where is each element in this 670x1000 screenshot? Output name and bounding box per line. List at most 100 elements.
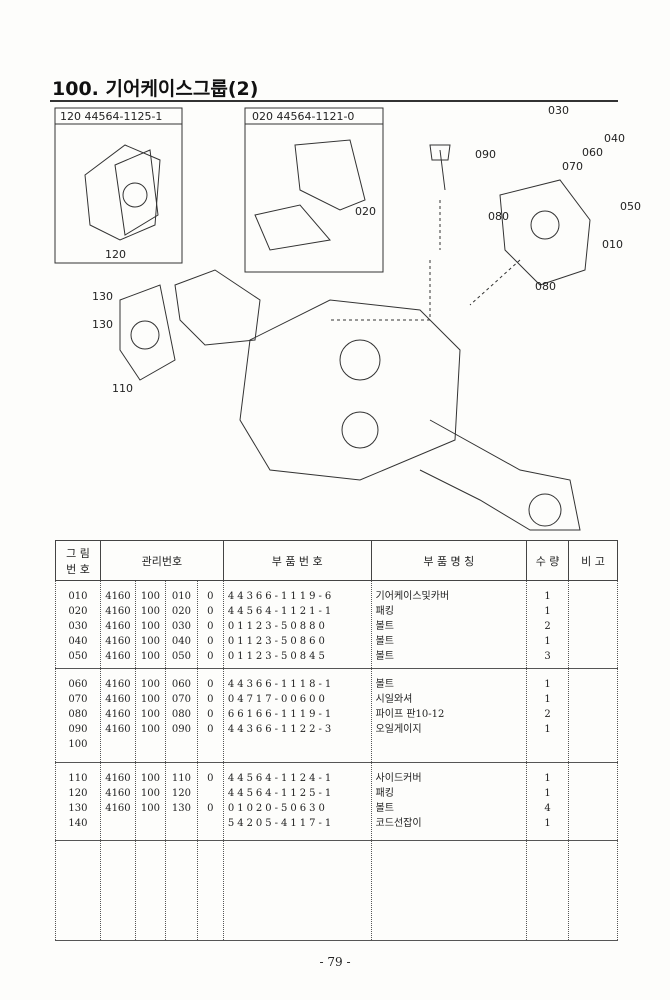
cell-name: 볼트 [375, 636, 394, 647]
cell-m4: 0 [207, 621, 214, 632]
cell-m1: 4160 [105, 606, 131, 617]
cell-m3: 060 [171, 679, 191, 690]
empty-cell [134, 840, 166, 941]
cell-qty: 1 [544, 591, 551, 602]
cell-m1: 4160 [105, 788, 131, 799]
header-qty: 수 량 [526, 540, 570, 581]
cell-fig: 010 [68, 591, 88, 602]
header-fig-no: 그 림 번 호 [55, 540, 101, 581]
cell-m4: 0 [207, 636, 214, 647]
cell-m3 [170, 816, 193, 831]
cell-name [376, 737, 523, 752]
cell-m1: 4160 [105, 773, 131, 784]
cell-m1 [105, 737, 131, 752]
callout-080a: 080 [488, 210, 509, 223]
cell-m2: 100 [140, 709, 160, 720]
cell-fig: 140 [68, 818, 88, 829]
cell-fig: 100 [68, 739, 88, 750]
cell-m2: 100 [140, 651, 160, 662]
cell-qty: 1 [544, 679, 551, 690]
callout-110: 110 [112, 382, 133, 395]
cell-m3: 090 [171, 724, 191, 735]
header-part-name: 부 품 명 칭 [370, 540, 528, 581]
header-part-no: 부 품 번 호 [222, 540, 372, 581]
cell-m2 [140, 816, 161, 831]
cell-m2: 100 [140, 636, 160, 647]
callout-010: 010 [602, 238, 623, 251]
cell-name: 볼트 [375, 621, 394, 632]
cell-part: 44564-1124-1 [227, 773, 335, 784]
cell-m2: 100 [140, 788, 160, 799]
empty-row [55, 840, 618, 941]
cell-m3: 130 [171, 803, 191, 814]
cell-m3: 030 [171, 621, 191, 632]
cell-part: 01123-50860 [227, 636, 328, 647]
cell-m1: 4160 [105, 591, 131, 602]
cell-fig: 020 [68, 606, 88, 617]
empty-cell [370, 840, 528, 941]
cell-m4 [202, 786, 219, 801]
cell-m2: 100 [140, 679, 160, 690]
cell-part: 01123-50880 [227, 621, 328, 632]
cell-name: 사이드커버 [375, 773, 422, 784]
cell-part: 54205-4117-1 [227, 818, 335, 829]
cell-qty: 1 [544, 636, 551, 647]
cell-m4: 0 [207, 591, 214, 602]
cell-m4: 0 [207, 773, 214, 784]
empty-cell [164, 840, 198, 941]
column-remarks [568, 762, 618, 841]
cell-m3: 110 [171, 773, 191, 784]
cell-qty [531, 737, 564, 752]
cell-name: 볼트 [375, 651, 394, 662]
cell-name: 코드선잡이 [375, 818, 422, 829]
cell-name: 볼트 [375, 679, 394, 690]
cell-m4: 0 [207, 709, 214, 720]
cell-m2 [140, 737, 161, 752]
cell-name: 볼트 [375, 803, 394, 814]
column-remarks [568, 668, 618, 763]
cell-fig: 090 [68, 724, 88, 735]
cell-fig: 130 [68, 803, 88, 814]
cell-qty: 1 [544, 694, 551, 705]
callout-080b: 080 [535, 280, 556, 293]
cell-m4: 0 [207, 694, 214, 705]
column-remarks [568, 580, 618, 669]
cell-m4 [202, 816, 219, 831]
cell-part: 44564-1121-1 [227, 606, 335, 617]
cell-part: 01123-50845 [227, 651, 328, 662]
cell-fig: 070 [68, 694, 88, 705]
inset-label-020: 020 44564-1121-0 [252, 110, 354, 123]
cell-fig: 050 [68, 651, 88, 662]
cell-m2: 100 [140, 621, 160, 632]
cell-name: 시일와셔 [375, 694, 413, 705]
callout-130b: 130 [92, 318, 113, 331]
inset-label-120: 120 44564-1125-1 [60, 110, 162, 123]
callout-120: 120 [105, 248, 126, 261]
cell-fig: 110 [68, 773, 88, 784]
inset-box-120 [54, 107, 183, 264]
cell-qty: 3 [544, 651, 551, 662]
cell-m4 [202, 737, 219, 752]
empty-cell [568, 840, 618, 941]
cell-fig: 060 [68, 679, 88, 690]
page-number: - 79 - [319, 955, 351, 969]
cell-m1: 4160 [105, 651, 131, 662]
cell-qty: 4 [544, 803, 551, 814]
callout-020: 020 [355, 205, 376, 218]
cell-fig: 030 [68, 621, 88, 632]
inset-box-020 [244, 107, 384, 273]
callout-130a: 130 [92, 290, 113, 303]
cell-part: 66166-1119-1 [227, 709, 335, 720]
